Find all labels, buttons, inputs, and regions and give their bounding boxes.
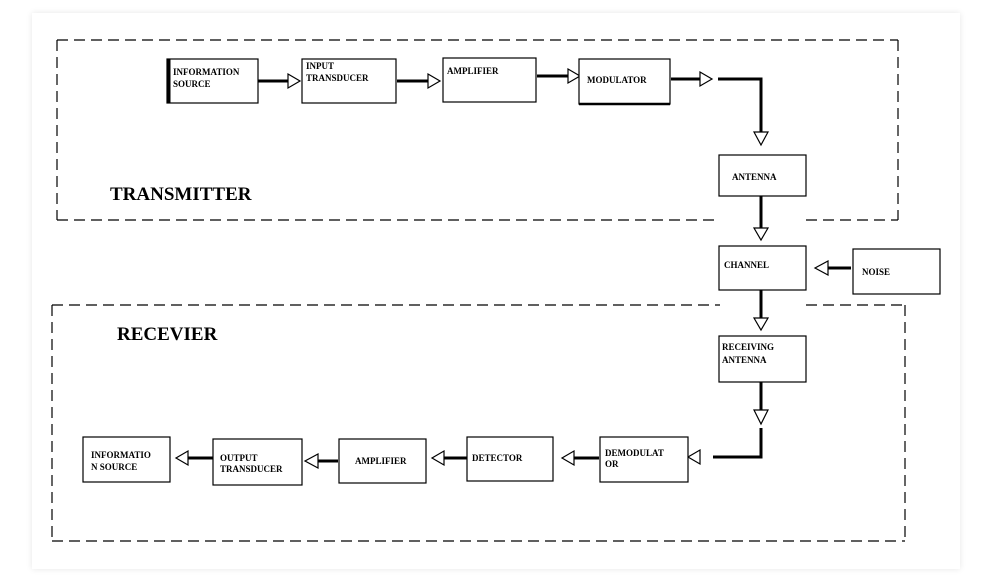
arrow-left [813,259,829,277]
block-label: OUTPUT [220,453,258,463]
block-input-transducer: INPUT TRANSDUCER [301,58,397,104]
arrow-left [174,449,189,467]
block-label: ANTENNA [732,172,777,182]
block-information-source: INFORMATION SOURCE [166,58,259,104]
connector-lines [188,74,851,463]
block-demodulator: DEMODULAT OR [599,436,689,483]
block-label: SOURCE [173,79,211,89]
receiver-section-border [51,304,906,542]
block-amplifier-tx: AMPLIFIER [442,57,537,103]
arrow-left [430,449,445,467]
arrow-down [752,131,770,147]
block-label: MODULATOR [587,75,647,85]
block-label: OR [605,459,619,469]
arrow-left [686,448,701,466]
block-label: TRANSDUCER [220,464,283,474]
block-detector: DETECTOR [466,436,554,482]
transmitter-section-border [56,39,899,221]
block-noise: NOISE [852,248,941,295]
transmitter-label: TRANSMITTER [110,184,252,205]
arrow-down [752,317,770,332]
arrow-right [699,70,714,88]
block-label: TRANSDUCER [306,73,369,83]
block-label: CHANNEL [724,260,769,270]
block-label: RECEIVING [722,342,774,352]
block-label: INPUT [306,61,334,71]
block-label: AMPLIFIER [447,66,499,76]
block-label: INFORMATIO [91,450,151,460]
block-label: AMPLIFIER [355,456,407,466]
block-amplifier-rx: AMPLIFIER [338,438,427,484]
arrow-down [753,409,769,426]
arrow-right [287,72,302,90]
arrow-down [752,227,770,242]
block-label: DETECTOR [472,453,523,463]
block-label: NOISE [862,267,890,277]
block-modulator: MODULATOR [578,58,671,106]
block-antenna: ANTENNA [718,154,807,197]
block-label: N SOURCE [91,462,137,472]
block-information-sink: INFORMATIO N SOURCE [82,436,171,483]
arrow-right [567,67,582,85]
block-receiving-antenna: RECEIVING ANTENNA [718,335,807,383]
block-channel: CHANNEL [718,245,807,291]
arrow-left [560,449,575,467]
block-label: ANTENNA [722,355,767,365]
arrow-left [303,452,319,470]
block-label: DEMODULAT [605,448,664,458]
block-label: INFORMATION [173,67,240,77]
receiver-label: RECEVIER [117,324,218,345]
arrow-right [427,72,442,90]
block-output-transducer: OUTPUT TRANSDUCER [212,438,303,486]
arrowheads [174,67,829,470]
